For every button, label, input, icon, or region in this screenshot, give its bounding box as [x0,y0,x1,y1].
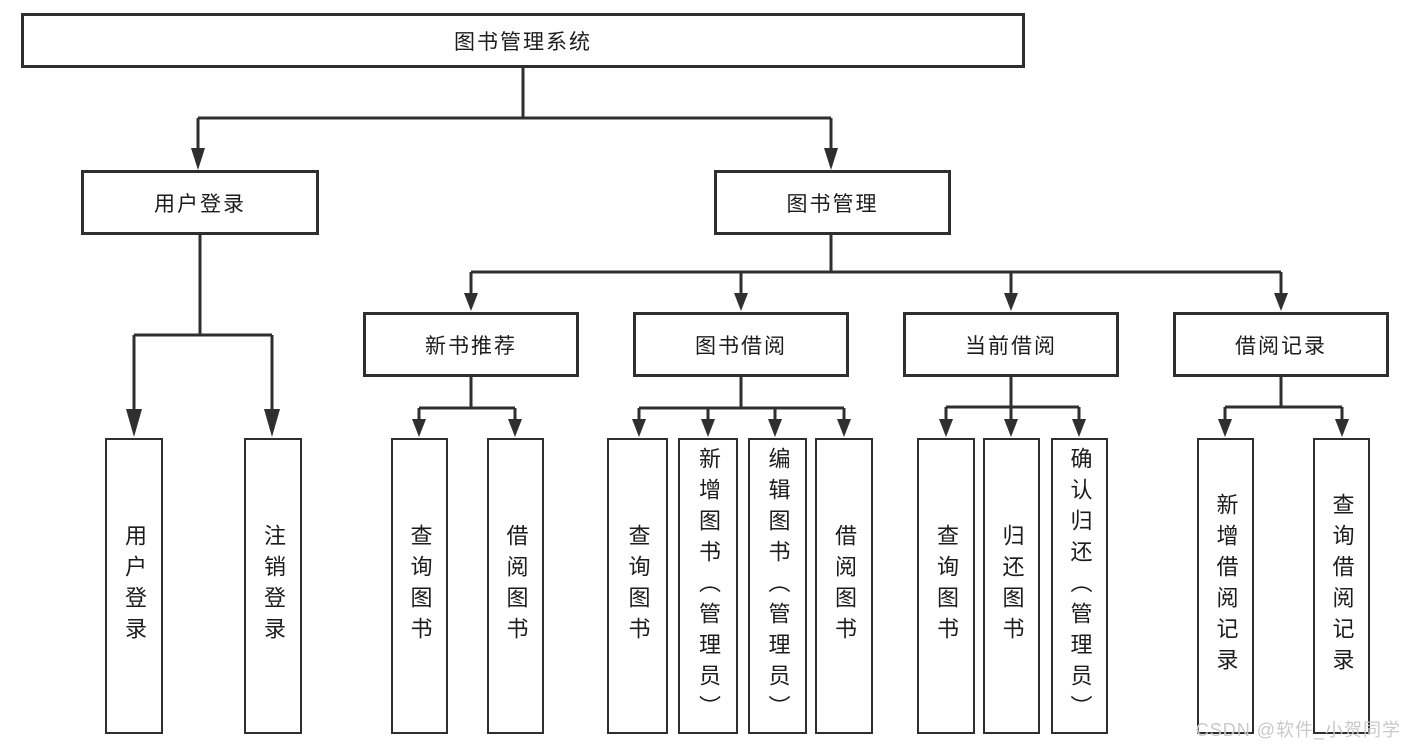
node-edit-books-admin: 编辑图书（管理员） [748,438,807,734]
leaf-label: 新增借阅记录 [1213,493,1239,679]
node-borrow-books-recommend: 借阅图书 [487,438,544,734]
node-query-books-recommend: 查询图书 [391,438,448,734]
node-book-management: 图书管理 [714,170,951,235]
node-add-books-admin: 新增图书（管理员） [678,438,738,734]
node-borrow-records: 借阅记录 [1173,312,1389,377]
leaf-label: 用户登录 [122,524,147,648]
node-add-borrow-record: 新增借阅记录 [1197,438,1254,734]
leaf-label: 查询借阅记录 [1329,493,1355,679]
leaf-label: 确认归还（管理员） [1067,446,1093,726]
node-current-borrow: 当前借阅 [903,312,1119,377]
leaf-label: 归还图书 [999,524,1025,648]
node-return-books: 归还图书 [983,438,1040,734]
leaf-label: 编辑图书（管理员） [765,446,791,726]
leaf-label: 查询图书 [934,524,959,648]
node-library-management-system: 图书管理系统 [21,13,1025,68]
leaf-label: 查询图书 [625,524,651,648]
csdn-watermark: CSDN @软件_小贺同学 [1195,720,1401,740]
leaf-label: 注销登录 [261,524,286,648]
node-logout: 注销登录 [244,438,302,734]
node-query-books-borrow: 查询图书 [607,438,668,734]
node-confirm-return-admin: 确认归还（管理员） [1051,438,1108,734]
node-user-login: 用户登录 [81,170,319,235]
node-new-book-recommend: 新书推荐 [363,312,579,377]
leaf-label: 借阅图书 [503,524,529,648]
node-query-books-current: 查询图书 [917,438,975,734]
node-user-login-leaf: 用户登录 [105,438,163,734]
node-book-borrow: 图书借阅 [633,312,849,377]
leaf-label: 新增图书（管理员） [696,446,721,726]
leaf-label: 借阅图书 [832,524,857,648]
node-borrow-books: 借阅图书 [815,438,873,734]
leaf-label: 查询图书 [407,524,433,648]
arrowhead-icons [126,148,1349,437]
node-query-borrow-record: 查询借阅记录 [1313,438,1370,734]
